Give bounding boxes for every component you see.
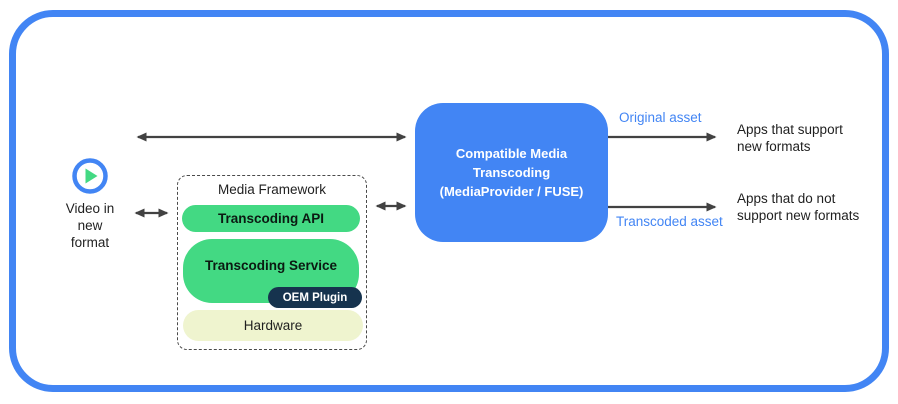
hardware-pill: Hardware — [183, 310, 363, 341]
media-framework-box — [177, 175, 367, 350]
apps-not-support-new-formats-label: Apps that do not support new formats — [737, 191, 860, 223]
transcoding-api-label: Transcoding API — [217, 211, 325, 226]
transcoded-asset-label: Transcoded asset — [616, 214, 723, 229]
transcoding-service-label: Transcoding Service — [204, 257, 338, 273]
oem-plugin-pill: OEM Plugin — [268, 287, 362, 308]
play-icon — [72, 158, 108, 194]
source-video-label: Video in new format — [65, 201, 115, 250]
compatible-media-transcoding-box: Compatible Media Transcoding (MediaProvi… — [415, 103, 608, 242]
hardware-label: Hardware — [243, 318, 303, 333]
transcoding-api-pill: Transcoding API — [182, 205, 360, 232]
media-framework-title: Media Framework — [217, 182, 327, 197]
outer-frame-border — [9, 10, 889, 392]
oem-plugin-label: OEM Plugin — [282, 291, 348, 304]
original-asset-label: Original asset — [619, 110, 702, 125]
apps-support-new-formats-label: Apps that support new formats — [737, 122, 843, 154]
